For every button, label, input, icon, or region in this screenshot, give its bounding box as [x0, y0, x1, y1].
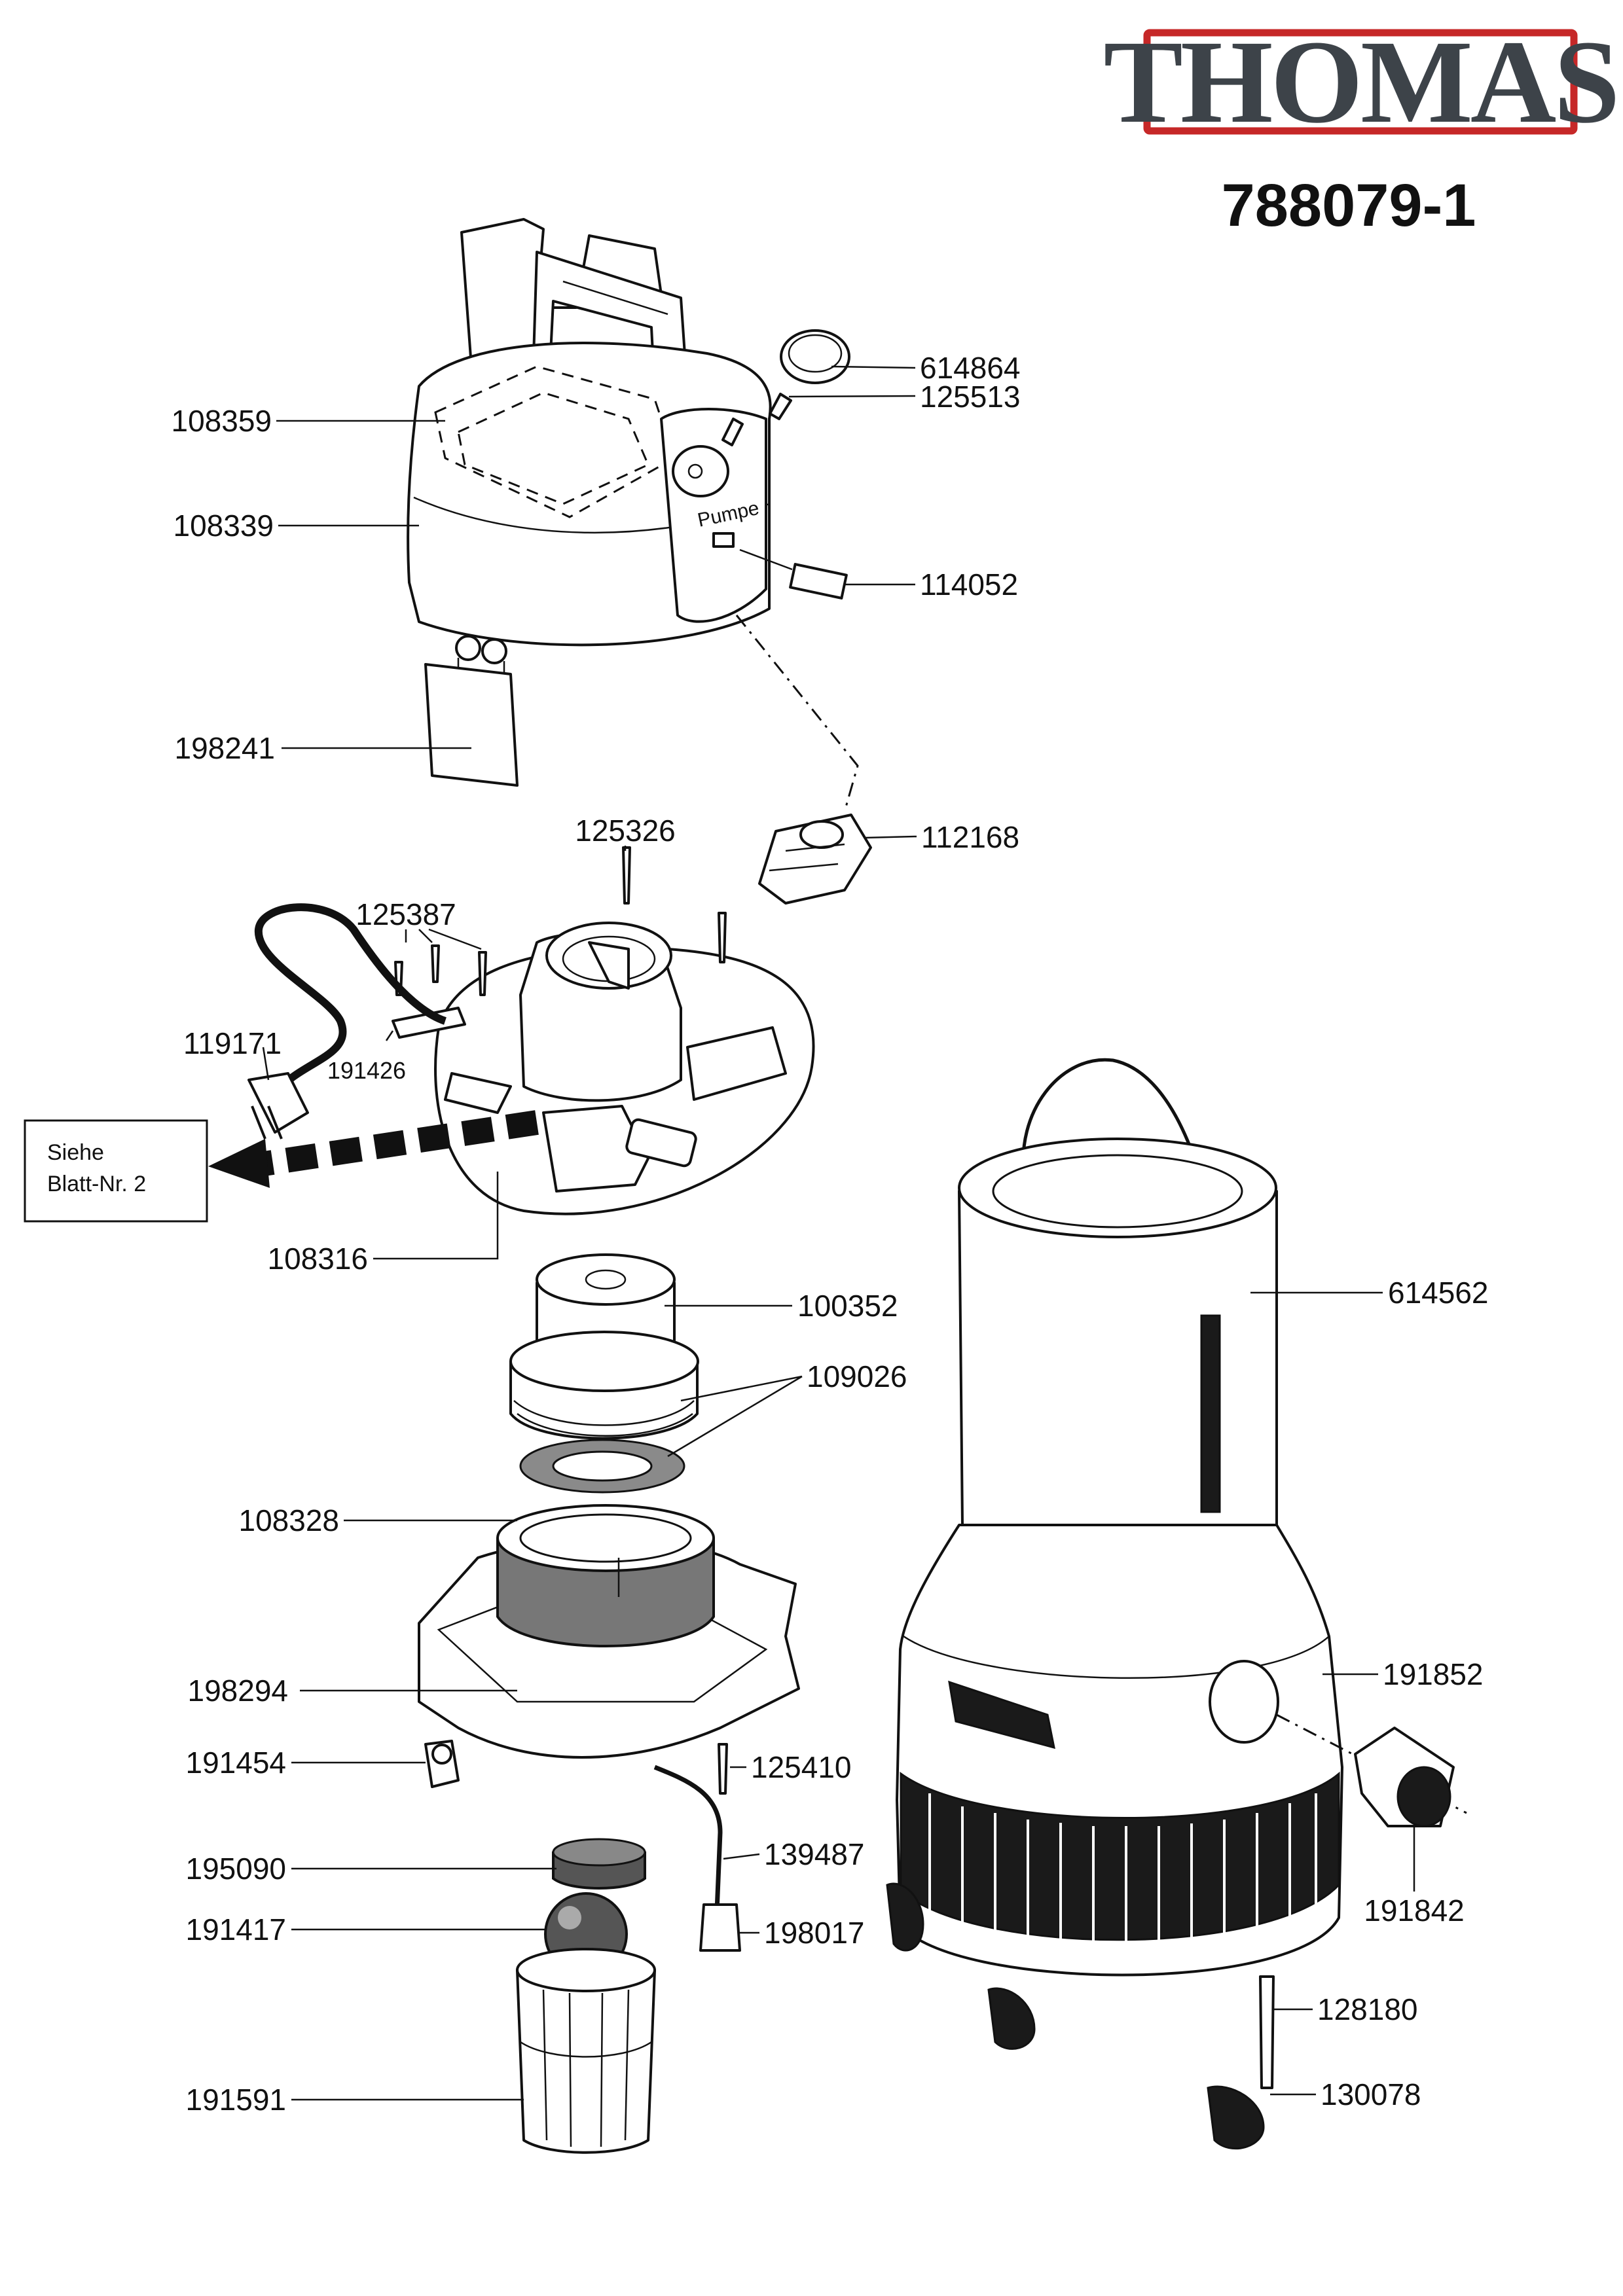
sheet-reference-box: Siehe Blatt-Nr. 2: [24, 1119, 208, 1223]
part-label: 125410: [751, 1750, 852, 1784]
flap-drawing: [424, 635, 519, 787]
part-label: 191852: [1383, 1657, 1484, 1691]
part-label: 125387: [356, 897, 456, 931]
motor-housing-drawing: [392, 846, 815, 1215]
part-label: 100352: [797, 1289, 898, 1323]
part-label: 125326: [575, 814, 676, 848]
part-label: 128180: [1317, 1992, 1418, 2026]
part-label: 198294: [188, 1674, 289, 1708]
tank-drawing: [886, 1058, 1467, 2150]
part-label: 108316: [268, 1242, 369, 1276]
part-label: 614864: [920, 351, 1021, 385]
reference-arrow: [208, 1110, 539, 1188]
pressure-switch-drawing: [758, 814, 872, 905]
part-label: 108359: [172, 404, 272, 438]
part-label: 125513: [920, 380, 1021, 414]
part-label: 191842: [1364, 1893, 1465, 1928]
drawing-number: 788079-1: [1222, 172, 1476, 239]
part-label: 108328: [239, 1503, 340, 1537]
part-label: 198241: [175, 731, 276, 765]
part-label: 130078: [1321, 2077, 1421, 2111]
part-label: 108339: [173, 509, 274, 543]
note-line-2: Blatt-Nr. 2: [47, 1172, 146, 1196]
part-label: 614562: [1388, 1276, 1489, 1310]
small-parts-drawing: [424, 1740, 741, 2154]
filter-base-drawing: [418, 1504, 800, 1759]
part-label: 191454: [186, 1746, 287, 1780]
part-label: 109026: [807, 1359, 907, 1393]
thomas-logo: THOMAS: [1104, 16, 1620, 148]
power-cable-drawing: [247, 903, 447, 1139]
part-label: 191417: [186, 1912, 287, 1946]
lid-cover-drawing: Pumpe: [407, 218, 859, 812]
part-label: 139487: [764, 1837, 865, 1871]
part-label: 119171: [183, 1026, 282, 1060]
part-label: 112168: [921, 820, 1019, 854]
part-label: 198017: [764, 1916, 865, 1950]
note-line-1: Siehe: [47, 1140, 104, 1165]
part-label: 114052: [920, 567, 1018, 601]
part-label: 195090: [186, 1852, 287, 1886]
leader-lines: [262, 365, 1415, 2101]
part-label: 191426: [327, 1057, 406, 1084]
part-label: 191591: [186, 2083, 287, 2117]
motor-drawing: [509, 1253, 699, 1494]
brand-name: THOMAS: [1104, 16, 1618, 148]
part-labels: 614864 125513 108359 108339 114052 19824…: [172, 351, 1489, 2117]
